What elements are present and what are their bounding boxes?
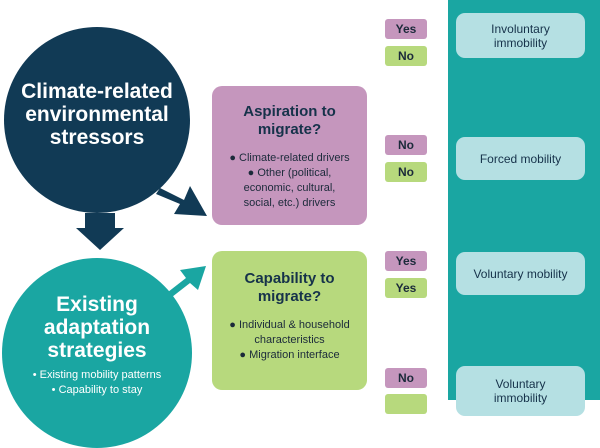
outcome-label-line: immobility [493,35,548,50]
stressors-title-line: stressors [49,125,145,149]
answer-tag-aspiration: Yes [385,19,427,39]
outcome-forced-mobility: Forced mobility [456,137,585,180]
adaptation-title-line: strategies [47,339,147,362]
arrow-adaptation-to-capability [168,266,206,297]
answer-tag-capability [385,394,427,414]
outcome-voluntary-mobility: Voluntary mobility [456,252,585,295]
outcome-label-line: Voluntary [495,377,546,391]
adaptation-title-line: adaptation [43,316,151,339]
capability-bullet: ● Migration interface [239,349,340,361]
outcome-voluntary-immobility: Voluntary immobility [456,366,585,416]
capability-bullet: ● Individual & household [229,319,350,331]
arrow-stressors-to-adaptation [76,213,124,250]
aspiration-bullet: ● Climate-related drivers [229,152,350,164]
flow-arrows [76,186,207,297]
outcome-label-line: Voluntary mobility [473,266,568,281]
outcome-label-line: Involuntary [491,21,550,36]
capability-title-line: Capability to [244,270,335,287]
capability-title-line: migrate? [257,288,322,305]
arrow-stressors-to-aspiration [156,186,207,216]
outcome-involuntary-immobility: Involuntary immobility [456,13,585,58]
adaptation-bullet: • Capability to stay [51,384,143,396]
stressors-title-line: environmental [25,102,169,126]
aspiration-box: Aspiration to migrate? ● Climate-related… [212,86,367,225]
outcome-label-line: Forced mobility [479,151,562,166]
stressors-title-line: Climate-related [21,79,173,103]
answer-tag-aspiration: No [385,368,427,388]
capability-box: Capability to migrate? ● Individual & ho… [212,251,367,390]
answer-tag-aspiration: No [385,135,427,155]
answer-tag-capability: No [385,162,427,182]
aspiration-title-line: Aspiration to [243,103,336,120]
aspiration-bullet: ● Other (political, [247,167,332,179]
answer-tag-capability: Yes [385,278,427,298]
outcomes-strip [448,0,600,400]
aspiration-bullet: social, etc.) drivers [243,197,336,209]
aspiration-title-line: migrate? [257,121,322,138]
outcome-label-line: immobility [493,391,548,405]
climate-stressors-circle: Climate-related environmental stressors [4,27,190,213]
adaptation-title-line: Existing [56,293,138,316]
capability-bullet: characteristics [254,334,325,346]
answer-tag-capability: No [385,46,427,66]
aspiration-bullet: economic, cultural, [243,182,336,194]
adaptation-strategies-circle: Existing adaptation strategies • Existin… [2,258,192,448]
answer-tag-aspiration: Yes [385,251,427,271]
adaptation-bullet: • Existing mobility patterns [32,369,162,381]
